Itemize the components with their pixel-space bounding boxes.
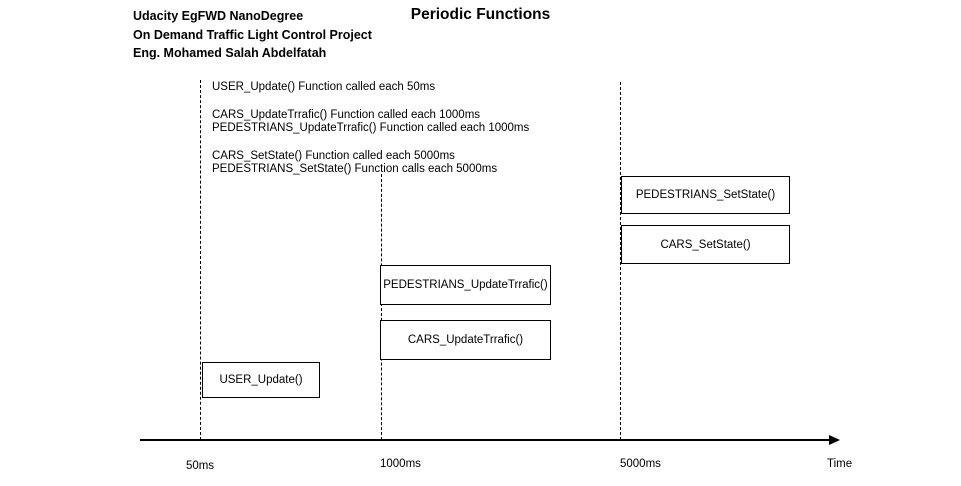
page-title: Periodic Functions [410, 6, 551, 23]
legend-group-1000ms: CARS_UpdateTrrafic() Function called eac… [212, 109, 529, 136]
box-user-update: USER_Update() [202, 362, 320, 398]
axis-label-time: Time [827, 458, 853, 470]
header-line-course: Udacity EgFWD NanoDegree [133, 9, 304, 23]
dashed-line-50ms [200, 80, 201, 440]
box-label: CARS_UpdateTrrafic() [407, 334, 524, 346]
header-line-project: On Demand Traffic Light Control Project [133, 27, 372, 42]
box-cars-setstate: CARS_SetState() [621, 225, 790, 264]
tick-label-5000ms: 5000ms [620, 458, 661, 470]
legend-line: CARS_SetState() Function called each 500… [212, 149, 455, 162]
legend-group-50ms: USER_Update() Function called each 50ms [212, 81, 529, 95]
header-block: Udacity EgFWD NanoDegree On Demand Traff… [133, 7, 372, 63]
time-axis-line [140, 439, 832, 441]
box-cars-updatetrrafic: CARS_UpdateTrrafic() [380, 320, 551, 360]
dashed-line-5000ms [620, 82, 621, 440]
legend-line: PEDESTRIANS_SetState() Function calls ea… [212, 163, 498, 175]
box-pedestrians-updatetrrafic: PEDESTRIANS_UpdateTrrafic() [380, 265, 551, 305]
legend-line: USER_Update() Function called each 50ms [212, 81, 436, 93]
tick-label-1000ms: 1000ms [380, 458, 421, 470]
legend-group-5000ms: CARS_SetState() Function called each 500… [212, 150, 529, 177]
box-pedestrians-setstate: PEDESTRIANS_SetState() [621, 176, 790, 214]
header-line-author: Eng. Mohamed Salah Abdelfatah [133, 46, 327, 60]
legend: USER_Update() Function called each 50ms … [212, 81, 529, 191]
tick-label-50ms: 50ms [185, 460, 215, 472]
legend-line: PEDESTRIANS_UpdateTrrafic() Function cal… [212, 122, 530, 134]
legend-line: CARS_UpdateTrrafic() Function called eac… [212, 108, 481, 121]
box-label: USER_Update() [219, 374, 303, 386]
box-label: CARS_SetState() [660, 238, 751, 251]
box-label: PEDESTRIANS_SetState() [635, 189, 776, 201]
dashed-line-1000ms [381, 174, 382, 440]
box-label: PEDESTRIANS_UpdateTrrafic() [383, 279, 548, 291]
time-axis-arrow-icon [829, 435, 840, 445]
